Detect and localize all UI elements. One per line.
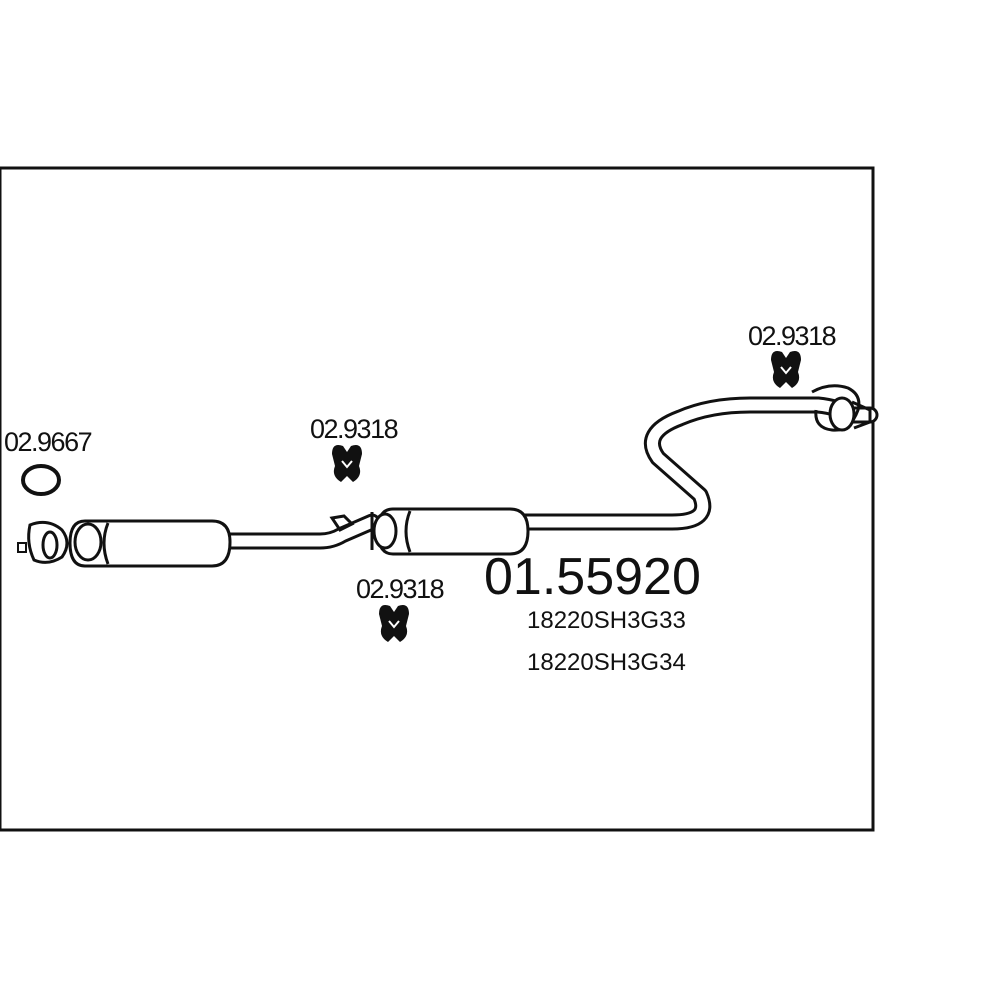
center-muffler [370,507,530,556]
exhaust-pipe [216,396,879,550]
gasket-ring-icon [21,464,61,496]
hanger-label-mid-top: 02.9318 [310,414,398,444]
oem-number-1: 18220SH3G33 [527,607,686,634]
gasket-label: 02.9667 [4,427,92,457]
rubber-hanger-mid-bottom-icon [379,605,409,642]
hanger-label-right: 02.9318 [748,321,836,351]
main-part-number: 01.55920 [484,548,701,606]
front-muffler [68,519,232,568]
rubber-hanger-mid-top-icon [332,445,362,482]
inlet-flange [17,520,103,564]
hanger-label-mid-bottom: 02.9318 [356,574,444,604]
mid-clamp [329,514,355,532]
tail-flange [811,384,872,432]
rubber-hanger-right-icon [771,351,801,388]
oem-number-2: 18220SH3G34 [527,649,686,676]
diagram-border [0,166,875,832]
